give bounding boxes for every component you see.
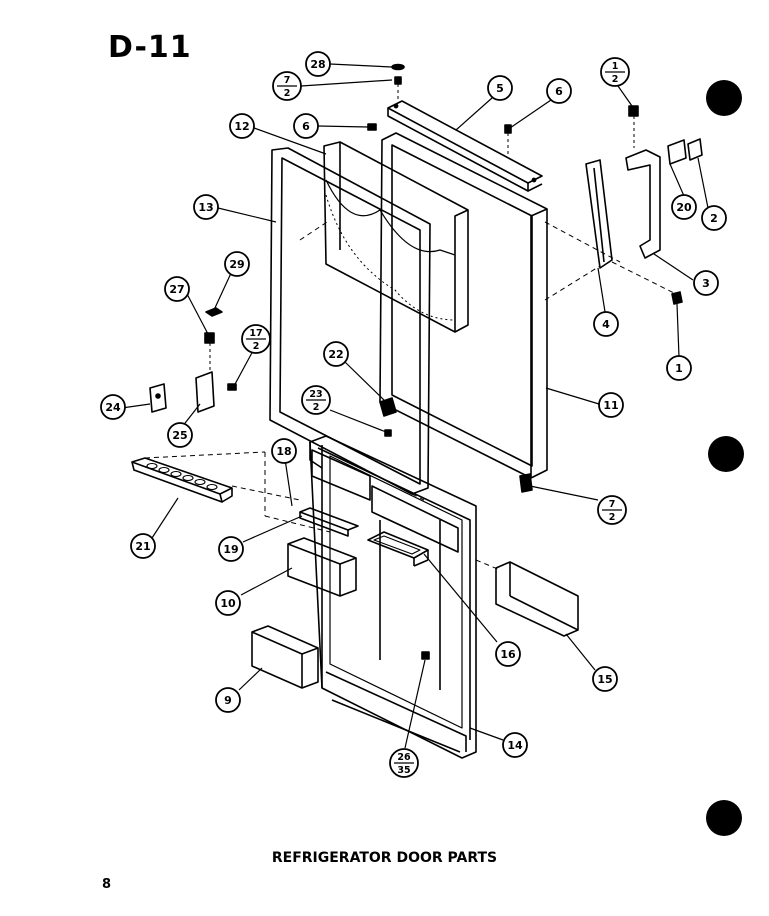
- svg-text:21: 21: [135, 540, 150, 553]
- svg-text:3: 3: [702, 277, 710, 290]
- callout-28: 28: [305, 51, 331, 77]
- callout-12: 12: [229, 113, 255, 139]
- svg-text:2: 2: [253, 341, 260, 352]
- callout-18: 18: [271, 438, 297, 464]
- callout-10: 10: [215, 590, 241, 616]
- callout-27: 27: [164, 276, 190, 302]
- callout-11: 11: [598, 392, 624, 418]
- callout-9: 9: [215, 687, 241, 713]
- punch-hole-middle: [708, 436, 744, 472]
- svg-text:2: 2: [612, 74, 619, 85]
- inner-door-liner: [309, 435, 477, 759]
- bottom-hinge-pin: [519, 473, 533, 493]
- screw-6a: [504, 124, 512, 155]
- svg-text:4: 4: [602, 318, 610, 331]
- svg-text:18: 18: [276, 445, 291, 458]
- shelf-bin-10: [287, 537, 357, 597]
- alignment-lines: [299, 219, 425, 501]
- svg-text:7: 7: [609, 499, 616, 510]
- page-number: 8: [102, 877, 112, 892]
- callout-20: 20: [671, 194, 697, 220]
- callout-21: 21: [130, 533, 156, 559]
- clip-22: [379, 397, 397, 437]
- door-liner: [323, 141, 469, 333]
- svg-text:2: 2: [710, 212, 718, 225]
- callout-7-2-bottom: 72: [597, 495, 627, 525]
- svg-text:27: 27: [169, 283, 184, 296]
- svg-text:25: 25: [172, 429, 187, 442]
- top-hinge-pin: [391, 63, 405, 100]
- callout-16: 16: [495, 641, 521, 667]
- svg-text:6: 6: [555, 85, 563, 98]
- svg-text:17: 17: [249, 328, 262, 339]
- shelf-bin-9: [251, 625, 319, 689]
- egg-tray: [131, 451, 331, 533]
- svg-text:12: 12: [234, 120, 249, 133]
- callout-17-2: 172: [241, 324, 271, 354]
- svg-text:13: 13: [198, 201, 213, 214]
- callout-3: 3: [693, 270, 719, 296]
- svg-text:23: 23: [309, 389, 322, 400]
- svg-text:29: 29: [229, 258, 244, 271]
- callout-7-2-top: 72: [272, 71, 302, 101]
- svg-text:2: 2: [284, 88, 291, 99]
- bracket-15: [475, 559, 579, 637]
- callout-6-top: 6: [546, 78, 572, 104]
- svg-text:5: 5: [496, 82, 504, 95]
- svg-text:2: 2: [609, 512, 616, 523]
- svg-text:9: 9: [224, 694, 232, 707]
- screw-6b: [367, 123, 377, 131]
- svg-text:14: 14: [507, 739, 523, 752]
- svg-text:11: 11: [603, 399, 618, 412]
- svg-text:20: 20: [676, 201, 692, 214]
- strip-19: [299, 507, 359, 537]
- punch-hole-top: [706, 80, 742, 116]
- door-top-cap: [387, 100, 543, 192]
- callout-5: 5: [487, 75, 513, 101]
- callout-15: 15: [592, 666, 618, 692]
- callout-6-left: 6: [293, 113, 319, 139]
- callout-29: 29: [224, 251, 250, 277]
- svg-text:22: 22: [328, 348, 343, 361]
- svg-text:1: 1: [612, 61, 619, 72]
- callout-25: 25: [167, 422, 193, 448]
- callout-2: 2: [701, 205, 727, 231]
- left-hinge-parts: [149, 307, 237, 413]
- diagram-caption: REFRIGERATOR DOOR PARTS: [271, 850, 498, 866]
- svg-text:15: 15: [597, 673, 612, 686]
- diagram-code: D-11: [108, 30, 192, 65]
- leader-lines: [121, 63, 709, 749]
- svg-text:19: 19: [223, 543, 238, 556]
- svg-text:7: 7: [284, 75, 291, 86]
- svg-text:26: 26: [397, 752, 411, 763]
- svg-text:16: 16: [500, 648, 516, 661]
- svg-text:28: 28: [310, 58, 325, 71]
- dairy-door-16: [367, 531, 429, 567]
- svg-text:10: 10: [220, 597, 236, 610]
- svg-text:24: 24: [105, 401, 121, 414]
- callout-4: 4: [593, 311, 619, 337]
- svg-text:6: 6: [302, 120, 310, 133]
- callout-24: 24: [100, 394, 126, 420]
- callout-circles: 28 72 5 6 12 12 6 13 20 2 3 29 27 172 4 …: [100, 51, 727, 778]
- hinge-bracket-assembly: [544, 105, 703, 305]
- callout-1: 1: [666, 355, 692, 381]
- door-gasket: [269, 147, 431, 495]
- callout-22: 22: [323, 341, 349, 367]
- punch-hole-bottom: [706, 800, 742, 836]
- callout-19: 19: [218, 536, 244, 562]
- svg-text:35: 35: [397, 765, 410, 776]
- screw-26-35: [421, 651, 430, 660]
- callout-1-2: 12: [600, 57, 630, 87]
- callout-23-2: 232: [301, 385, 331, 415]
- callout-14: 14: [502, 732, 528, 758]
- svg-text:1: 1: [675, 362, 683, 375]
- callout-13: 13: [193, 194, 219, 220]
- svg-text:2: 2: [313, 402, 320, 413]
